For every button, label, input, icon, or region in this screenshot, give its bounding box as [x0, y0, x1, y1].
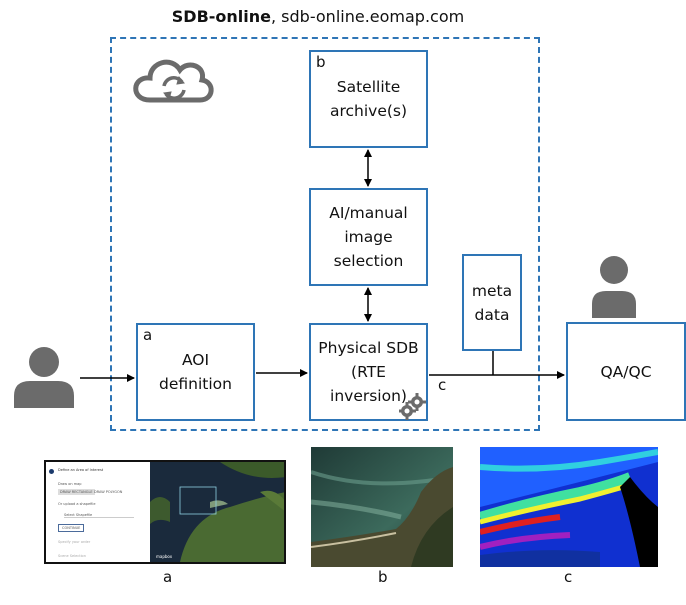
box-text: archive(s) [329, 102, 408, 120]
caption-a: a [163, 568, 173, 586]
box-text: AOI [181, 351, 210, 369]
box-text: QA/QC [600, 362, 652, 381]
aoi-panel: Define an Area of Interest Draw on map D… [46, 462, 152, 562]
thumb-shapefile: Select Shapefile [64, 513, 134, 518]
thumb-continue: CONTINUE [58, 524, 85, 532]
thumb-step3: Scene Selection [58, 554, 86, 558]
user-icon [14, 347, 74, 408]
box-text: Satellite [336, 78, 401, 96]
gears-icon [399, 393, 426, 420]
thumb-step2: Specify your order [58, 540, 91, 544]
qa-qc-box: QA/QC [566, 322, 686, 421]
diagram-title: SDB-online, sdb-online.eomap.com [0, 7, 636, 26]
edge-label-c: c [438, 376, 447, 394]
box-text: definition [159, 375, 232, 393]
aoi-definition-box: a AOI definition [136, 323, 255, 421]
thumb-draw-rect: DRAW RECTANGLE [58, 489, 95, 495]
box-text: (RTE [351, 363, 386, 381]
box-text: AI/manual [329, 204, 408, 222]
thumb-draw-poly: DRAW POLYGON [94, 490, 123, 494]
title-bold: SDB-online [171, 7, 271, 26]
metadata-box: meta data [462, 254, 522, 351]
box-text: image [344, 228, 393, 246]
thumbnail-bathymetry-map [480, 447, 658, 567]
box-text: meta [471, 281, 513, 300]
thumb-heading: Define an Area of Interest [58, 468, 104, 472]
box-text: Physical SDB [318, 339, 419, 357]
label-a: a [143, 326, 153, 344]
step-icon [49, 469, 54, 474]
caption-b: b [378, 568, 388, 586]
thumb-draw-label: Draw on map [58, 482, 82, 486]
title-url: , sdb-online.eomap.com [271, 7, 465, 26]
cloud-sync-icon [133, 59, 214, 103]
reviewer-icon [592, 256, 636, 318]
box-text: inversion) [330, 387, 407, 405]
satellite-map: mapbox [150, 462, 284, 562]
physical-sdb-box: Physical SDB (RTE inversion) [309, 323, 428, 421]
satellite-archive-box: b Satellite archive(s) [309, 50, 428, 148]
map-logo: mapbox [156, 554, 173, 559]
image-selection-box: AI/manual image selection [309, 188, 428, 286]
label-b: b [316, 53, 326, 71]
box-text: data [474, 305, 510, 324]
thumbnail-satellite-image [311, 447, 453, 567]
thumb-upload-label: Or upload a shapefile [58, 502, 96, 506]
thumbnail-aoi-ui: Define an Area of Interest Draw on map D… [44, 460, 286, 564]
box-text: selection [333, 252, 404, 270]
caption-c: c [564, 568, 573, 586]
sdb-online-boundary [110, 37, 540, 431]
